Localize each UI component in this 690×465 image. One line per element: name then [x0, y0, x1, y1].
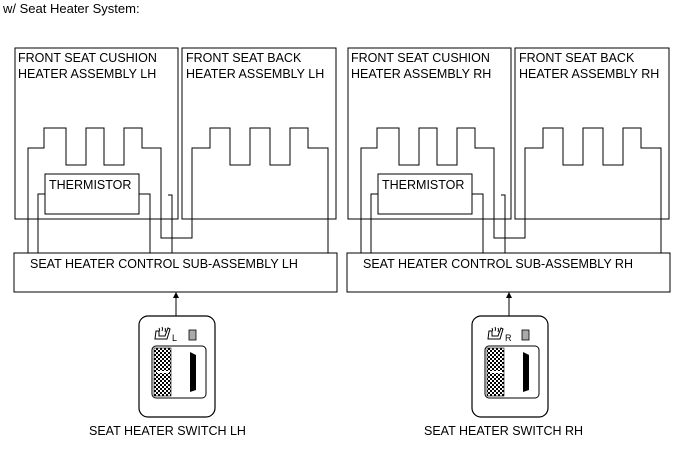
rh-back-label-line1: FRONT SEAT BACK	[519, 51, 635, 65]
lh-switch-letter: L	[172, 333, 177, 343]
seat-heater-icon	[487, 326, 504, 340]
rh-cushion-label-line1: FRONT SEAT CUSHION	[351, 51, 490, 65]
lh-back-heater-box	[181, 47, 337, 220]
lh-cushion-heater-box	[14, 47, 179, 220]
lh-back-label-line1: FRONT SEAT BACK	[186, 51, 302, 65]
rh-cushion-heater-element	[360, 127, 662, 253]
lh-heater-return-wire	[168, 194, 173, 253]
rh-cushion-heater-box	[347, 47, 512, 220]
lh-cushion-label-line2: HEATER ASSEMBLY LH	[18, 67, 156, 81]
rh-control-subassembly-box	[346, 252, 671, 293]
rh-back-label-line2: HEATER ASSEMBLY RH	[519, 67, 659, 81]
lh-switch-label: SEAT HEATER SWITCH LH	[89, 424, 246, 438]
lh-cushion-label-line1: FRONT SEAT CUSHION	[18, 51, 157, 65]
rh-control-label: SEAT HEATER CONTROL SUB-ASSEMBLY RH	[363, 257, 633, 271]
lh-back-label-line2: HEATER ASSEMBLY LH	[186, 67, 324, 81]
rh-thermistor-wire-a	[370, 193, 378, 253]
rh-switch-label: SEAT HEATER SWITCH RH	[424, 424, 583, 438]
rh-thermistor-wire-b	[472, 193, 484, 253]
dial-icon[interactable]	[151, 345, 207, 399]
lh-side: FRONT SEAT CUSHION HEATER ASSEMBLY LH FR…	[13, 47, 338, 438]
rh-heater-return-wire	[501, 194, 506, 253]
lh-control-label: SEAT HEATER CONTROL SUB-ASSEMBLY LH	[30, 257, 298, 271]
lh-seat-heater-switch[interactable]: L	[138, 315, 216, 418]
indicator-lamp-icon	[521, 329, 530, 341]
lh-thermistor-label: THERMISTOR	[49, 178, 131, 192]
indicator-lamp-icon	[188, 329, 197, 341]
lh-thermistor-wire-b	[139, 193, 151, 253]
lh-control-subassembly-box	[13, 252, 338, 293]
lh-signal-arrowhead	[173, 292, 179, 298]
lh-cushion-heater-element	[27, 127, 329, 253]
diagram-title: w/ Seat Heater System:	[2, 1, 140, 16]
rh-signal-arrowhead	[506, 292, 512, 298]
rh-switch-letter: R	[505, 333, 512, 343]
rh-back-heater-box	[514, 47, 670, 220]
dial-icon[interactable]	[484, 345, 540, 399]
rh-cushion-label-line2: HEATER ASSEMBLY RH	[351, 67, 491, 81]
lh-thermistor-wire-a	[37, 193, 45, 253]
rh-thermistor-label: THERMISTOR	[382, 178, 464, 192]
seat-heater-icon	[154, 326, 171, 340]
rh-seat-heater-switch[interactable]: R	[471, 315, 549, 418]
rh-side: FRONT SEAT CUSHION HEATER ASSEMBLY RH FR…	[346, 47, 671, 438]
